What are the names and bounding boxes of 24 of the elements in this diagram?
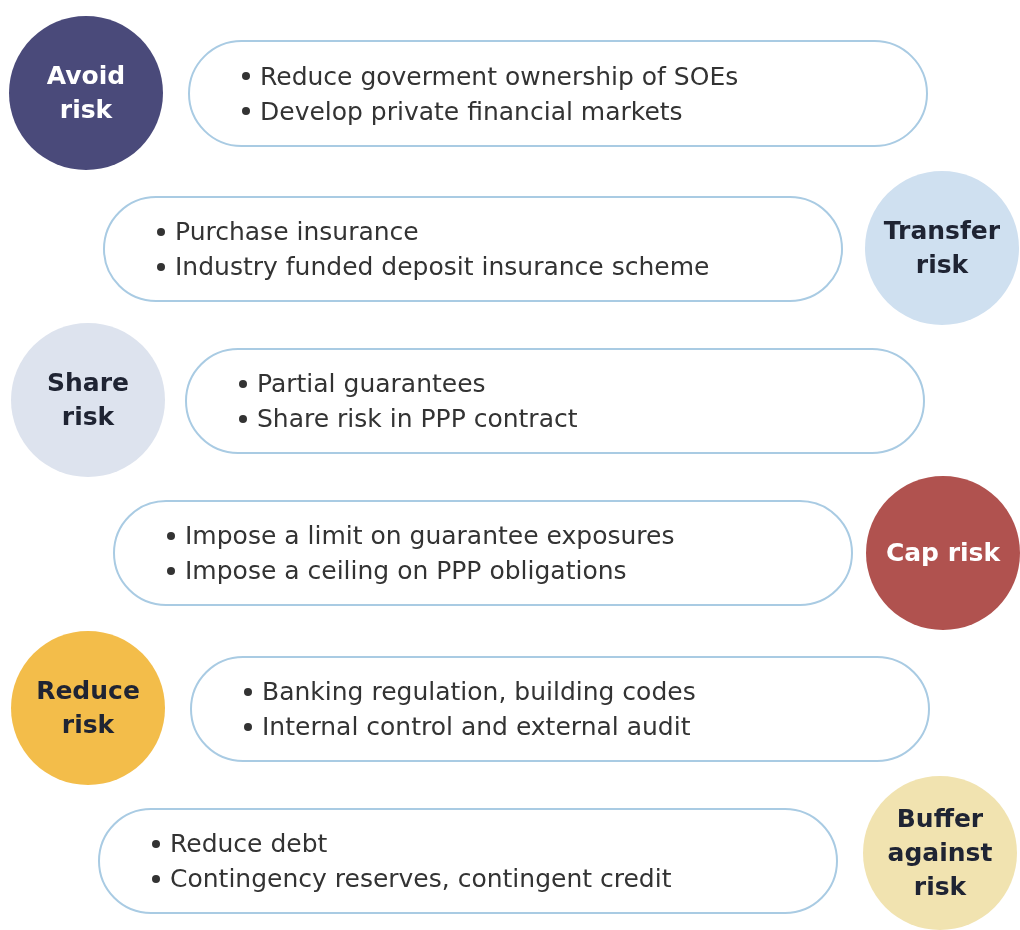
- measures-pill: [113, 500, 853, 606]
- measures-pill: [188, 40, 928, 147]
- bullet-item: Partial guarantees: [257, 368, 486, 400]
- category-label: Avoid risk: [45, 60, 127, 126]
- bullet-item: Purchase insurance: [175, 216, 419, 248]
- category-label: Share risk: [46, 367, 130, 433]
- bullet-item: Reduce debt: [170, 828, 328, 860]
- bullet-item: Contingency reserves, contingent credit: [170, 863, 672, 895]
- measures-pill: [185, 348, 925, 454]
- category-label: Reduce risk: [35, 675, 141, 741]
- bullet-item: Develop private financial markets: [260, 95, 683, 128]
- category-label: Cap risk: [884, 537, 1002, 570]
- bullet-item: Share risk in PPP contract: [257, 403, 578, 435]
- bullet-item: Industry funded deposit insurance scheme: [175, 251, 710, 283]
- measures-pill: [98, 808, 838, 914]
- bullet-item: Impose a ceiling on PPP obligations: [185, 555, 627, 587]
- category-label: Buffer against risk: [886, 803, 994, 903]
- bullet-item: Internal control and external audit: [262, 711, 691, 743]
- bullet-item: Impose a limit on guarantee exposures: [185, 520, 675, 552]
- bullet-item: Banking regulation, building codes: [262, 676, 696, 708]
- measures-pill: [103, 196, 843, 302]
- bullet-item: Reduce goverment ownership of SOEs: [260, 60, 739, 93]
- measures-pill: [190, 656, 930, 762]
- category-label: Transfer risk: [882, 215, 1002, 281]
